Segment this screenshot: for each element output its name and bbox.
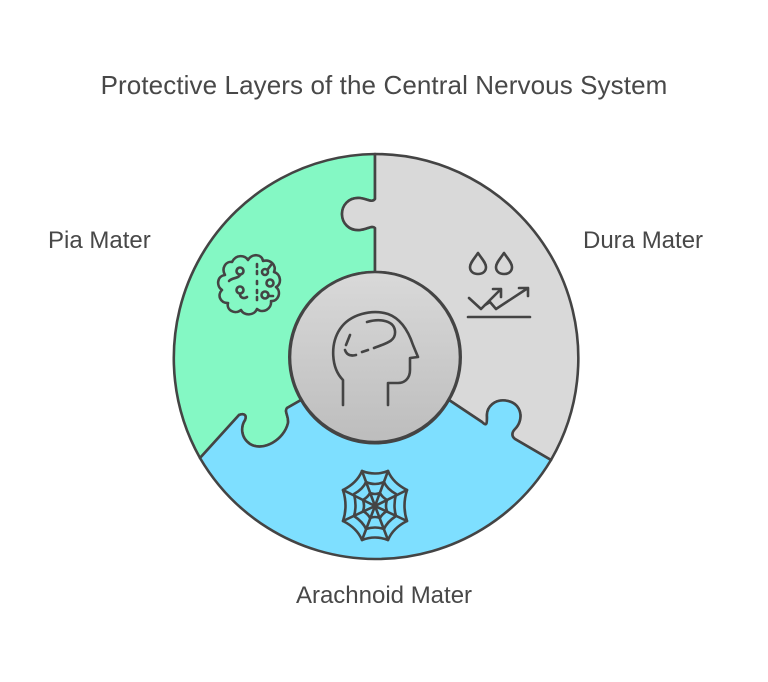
label-dura-mater: Dura Mater xyxy=(583,227,704,254)
water-drops-arrows-icon xyxy=(466,251,532,319)
center-circle xyxy=(288,270,462,444)
spider-web-icon xyxy=(341,469,409,542)
head-brain-icon xyxy=(331,310,420,407)
label-arachnoid-mater: Arachnoid Mater xyxy=(295,582,473,609)
segment-arachnoid-mater xyxy=(198,398,553,561)
microorganism-cells-icon xyxy=(216,253,282,316)
diagram-title: Protective Layers of the Central Nervous… xyxy=(100,70,668,100)
label-pia-mater: Pia Mater xyxy=(48,227,151,254)
